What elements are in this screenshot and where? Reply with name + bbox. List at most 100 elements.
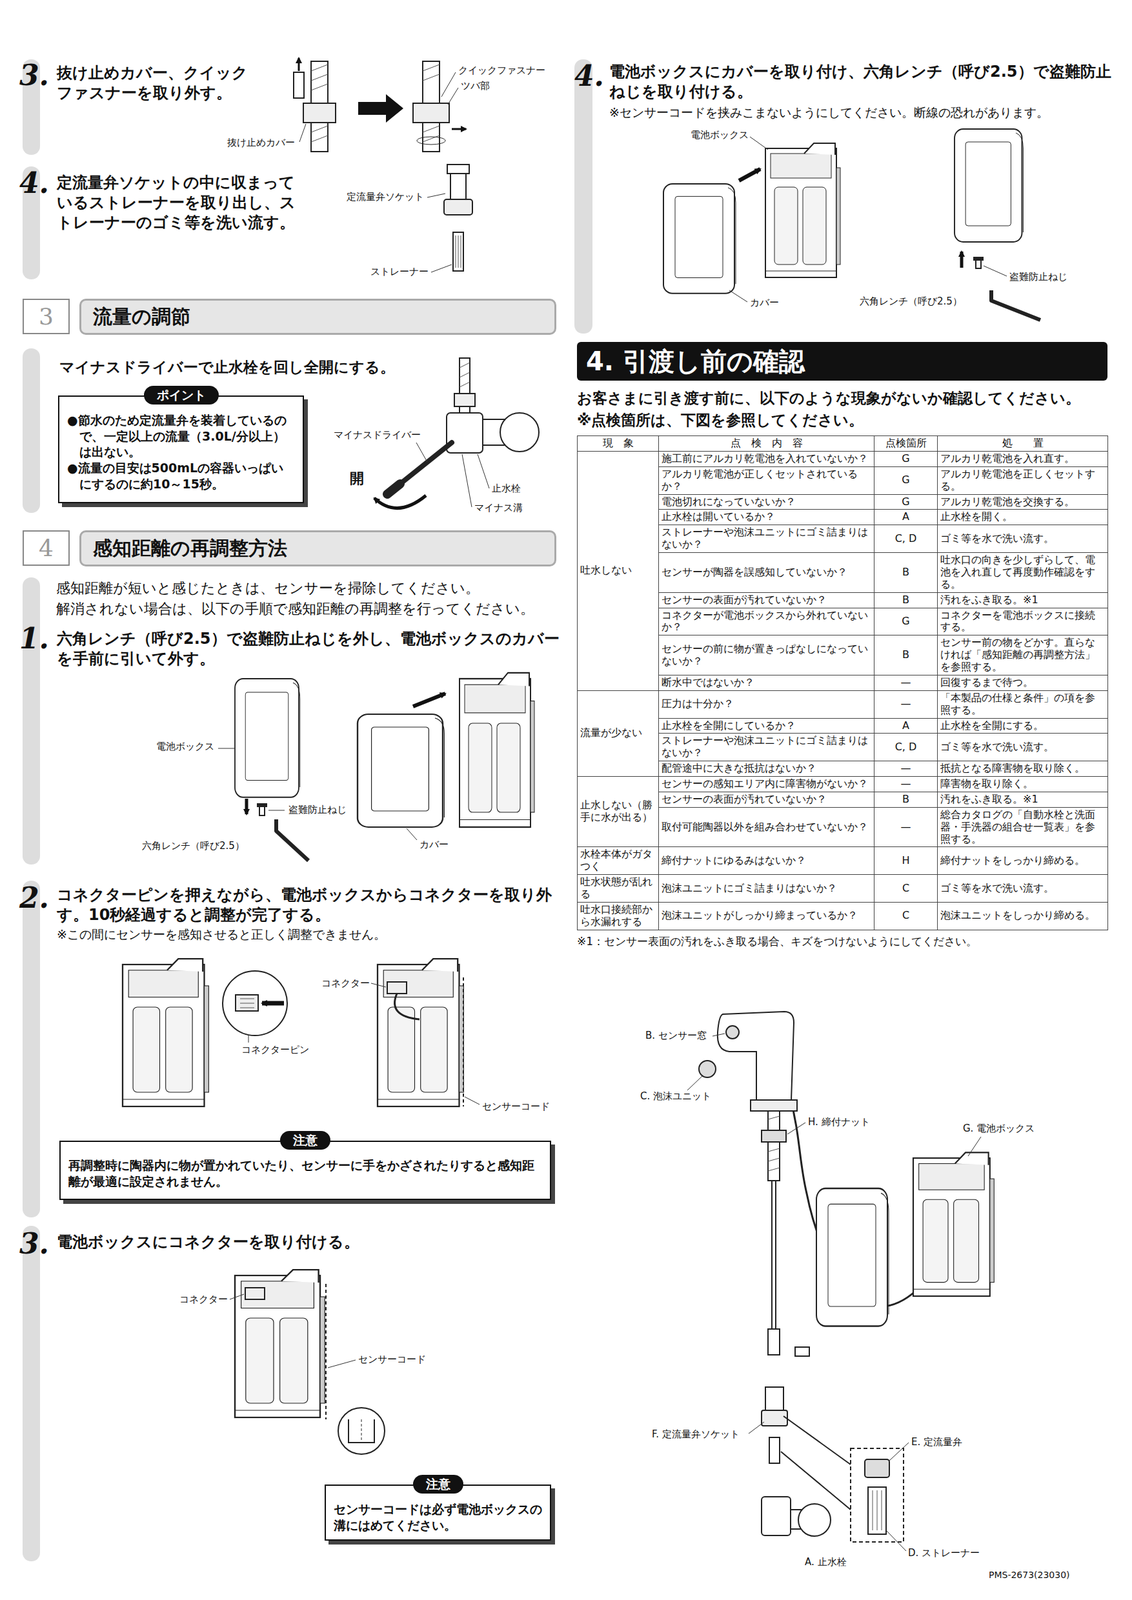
step-number: 3. bbox=[19, 1230, 50, 1259]
instruction-text: 電池ボックスにコネクターを取り付ける。 bbox=[56, 1232, 360, 1253]
drawing-part bbox=[293, 72, 304, 99]
table-cell: アルカリ乾電池を正しくセットする。 bbox=[937, 466, 1109, 495]
table-cell: — bbox=[874, 777, 938, 793]
part-label: センサーコード bbox=[356, 1354, 428, 1367]
part-label: 六角レンチ（呼び2.5） bbox=[858, 295, 964, 309]
table-cell: センサーの前に物が置きっぱなしになっていないか？ bbox=[658, 635, 875, 676]
drawing-part bbox=[726, 1026, 739, 1040]
drawing-part bbox=[889, 1443, 909, 1462]
part-label: PMS-2673(23030) bbox=[987, 1569, 1072, 1582]
table-cell: 現 象 bbox=[577, 436, 659, 452]
drawing-part bbox=[768, 1116, 780, 1172]
table-cell: 止水しない（勝手に水が出る） bbox=[577, 777, 659, 848]
drawing-part bbox=[218, 748, 235, 750]
drawing-part bbox=[416, 442, 428, 463]
drawing-part bbox=[298, 58, 301, 71]
drawing-part bbox=[687, 1076, 703, 1091]
drawing-part bbox=[991, 290, 1041, 321]
drawing-part bbox=[413, 103, 450, 123]
drawing-part bbox=[427, 193, 446, 198]
table-row: アルカリ乾電池が正しくセットされているか？Gアルカリ乾電池を正しくセットする。 bbox=[577, 466, 1109, 495]
table-cell: ストレーナーや泡沫ユニットにゴミ詰まりはないか？ bbox=[658, 525, 875, 554]
drawing-part bbox=[444, 199, 473, 215]
callout-box: 注意再調整時に陶器内に物が置かれていたり、センサーに手をかざされたりすると感知距… bbox=[59, 1141, 552, 1201]
callout-heading: 注意 bbox=[280, 1131, 331, 1151]
drawing-part bbox=[462, 454, 472, 508]
drawing-part bbox=[750, 1100, 798, 1112]
drawing-part bbox=[222, 971, 288, 1036]
instruction-text: 六角レンチ（呼び2.5）で盗難防止ねじを外し、電池ボックスのカバーを手前に引いて… bbox=[56, 629, 574, 670]
table-cell: 点 検 内 容 bbox=[658, 436, 875, 452]
drawing-part bbox=[447, 87, 459, 105]
node-text: 流量の調節 bbox=[92, 303, 191, 331]
drawing-part bbox=[122, 959, 209, 1107]
drawing-part bbox=[761, 1497, 791, 1537]
table-cell: 汚れをふき取る。※1 bbox=[937, 592, 1109, 608]
part-label: ストレーナー bbox=[369, 265, 430, 279]
instruction-text: ※点検箇所は、下図を参照してください。 bbox=[576, 411, 864, 431]
drawing-part bbox=[431, 264, 452, 273]
drawing-part bbox=[387, 484, 401, 495]
node-text: 3 bbox=[38, 303, 54, 330]
drawing-part bbox=[413, 693, 446, 707]
table-cell: センサーの表面が汚れていないか？ bbox=[658, 592, 875, 608]
part-label: H. 締付ナット bbox=[806, 1116, 872, 1130]
table-cell: 点検箇所 bbox=[874, 436, 938, 452]
drawing-part bbox=[303, 103, 336, 123]
drawing-part bbox=[749, 136, 769, 150]
table-cell: 止水栓を全開にする。 bbox=[937, 718, 1109, 734]
callout-box: ポイント●節水のため定流量弁を装着しているので、一定以上の流量（3.0L/分以上… bbox=[58, 395, 304, 504]
drawing-part bbox=[464, 1097, 480, 1105]
table-cell: 施工前にアルカリ乾電池を入れていないか？ bbox=[658, 451, 875, 467]
drawing-part bbox=[459, 362, 470, 388]
table-row: 止水栓は開いているか？A止水栓を開く。 bbox=[577, 509, 1109, 526]
part-label: C. 泡沫ユニット bbox=[638, 1090, 713, 1104]
node-text: センサーコードは必ず電池ボックスの溝にはめてください。 bbox=[333, 1501, 543, 1534]
drawing-part bbox=[22, 1226, 41, 1562]
instruction-text: 開 bbox=[349, 469, 364, 489]
part-label: カバー bbox=[748, 296, 781, 310]
drawing-part bbox=[717, 1011, 794, 1101]
drawing-part bbox=[327, 1360, 356, 1369]
drawing-part bbox=[394, 993, 420, 1020]
table-row: ストレーナーや泡沫ユニットにゴミ詰まりはないか？C, Dゴミ等を水で洗い流す。 bbox=[577, 525, 1109, 554]
table-cell: 汚れをふき取る。※1 bbox=[937, 791, 1109, 808]
step-number: 1. bbox=[19, 624, 50, 654]
part-label: クイックファスナー bbox=[456, 64, 547, 78]
table-cell: 吐水状態が乱れる bbox=[577, 875, 659, 903]
table-row: 断水中ではないか？—回復するまで待つ。 bbox=[577, 675, 1109, 691]
drawing-part bbox=[983, 265, 1007, 277]
table-cell: 締付ナットにゆるみはないか？ bbox=[658, 847, 875, 876]
drawing-part bbox=[738, 169, 761, 181]
drawing-part bbox=[850, 1448, 904, 1543]
drawing-part bbox=[377, 959, 464, 1107]
table-cell: 抵抗となる障害物を取り除く。 bbox=[937, 761, 1109, 778]
part-label: 止水栓 bbox=[490, 482, 523, 496]
drawing-part bbox=[913, 1152, 994, 1297]
table-cell: B bbox=[874, 592, 938, 608]
drawing-part bbox=[338, 1408, 385, 1455]
part-label: センサーコード bbox=[480, 1101, 552, 1114]
table-cell: 「本製品の仕様と条件」の項を参照する。 bbox=[937, 690, 1109, 719]
drawing-part bbox=[769, 1437, 780, 1464]
instruction-text: 解消されない場合は、以下の手順で感知距離の再調整を行ってください。 bbox=[56, 600, 535, 619]
drawing-part bbox=[761, 1130, 787, 1143]
drawing-part bbox=[235, 995, 259, 1012]
footnote: ※1：センサー表面の汚れをふき取る場合、キズをつけないようにしてください。 bbox=[576, 934, 978, 949]
instruction-text: コネクターピンを押えながら、電池ボックスからコネクターを取り外す。10秒経過する… bbox=[56, 885, 574, 926]
drawing-part bbox=[459, 358, 470, 417]
table-row: 吐水状態が乱れる泡沫ユニットにゴミ詰まりはないか？Cゴミ等を水で洗い流す。 bbox=[577, 875, 1109, 903]
table-cell: コネクターが電池ボックスから外れていないか？ bbox=[658, 607, 875, 636]
section-number-box: 3 bbox=[22, 298, 70, 335]
drawing-part bbox=[787, 1122, 806, 1135]
table-cell: 障害物を取り除く。 bbox=[937, 777, 1109, 793]
section-number-box: 4 bbox=[22, 530, 70, 566]
drawing-part bbox=[960, 251, 964, 268]
table-cell: A bbox=[874, 718, 938, 734]
drawing-part bbox=[400, 442, 452, 485]
node-text: 4. 引渡し前の確認 bbox=[586, 343, 805, 380]
table-cell: 圧力は十分か？ bbox=[658, 690, 875, 719]
drawing-part bbox=[729, 290, 748, 303]
table-header-row: 現 象点 検 内 容点検箇所処 置 bbox=[577, 436, 1109, 452]
table-row: センサーが陶器を誤感知していないか？B吐水口の向きを少しずらして、電池を入れ直し… bbox=[577, 553, 1109, 594]
